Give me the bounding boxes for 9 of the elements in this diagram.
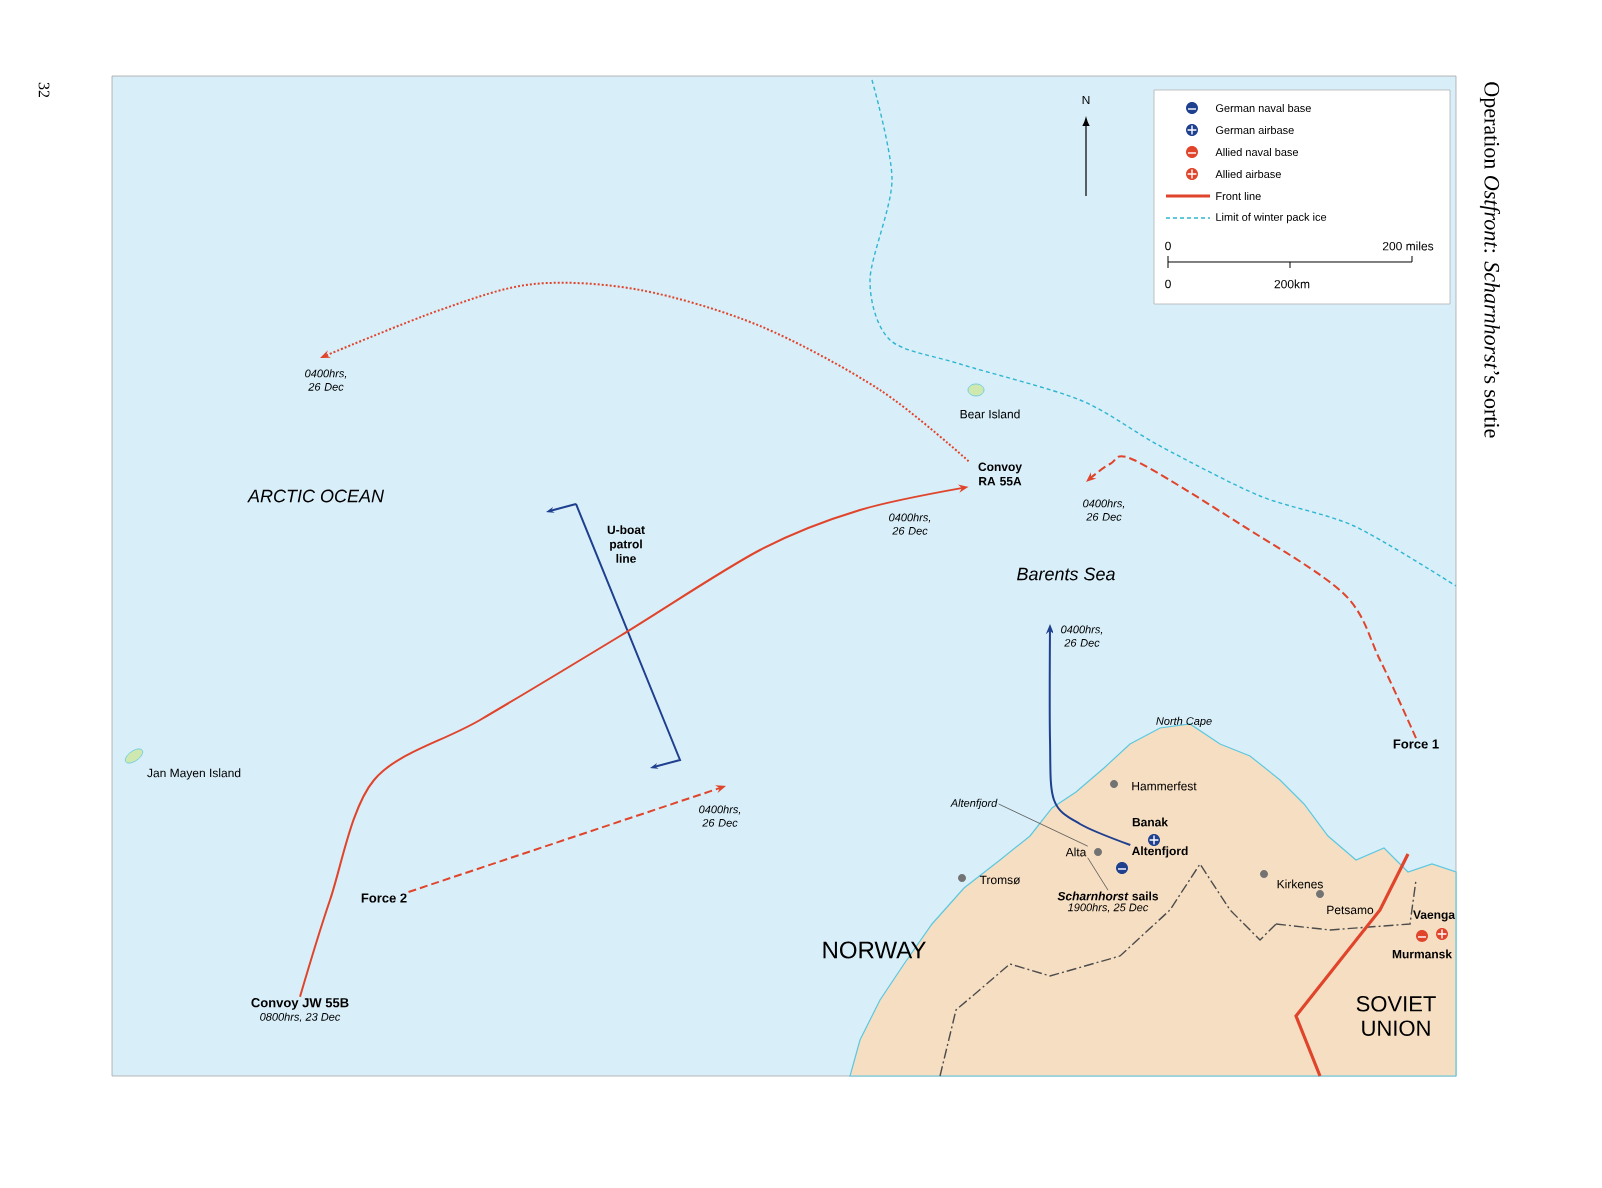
- page-number: 32: [38, 82, 50, 98]
- ocean-label: ARCTIC OCEAN: [247, 489, 384, 503]
- leader-line: [998, 803, 1089, 847]
- country-label: NORWAY: [823, 941, 926, 959]
- leader-line: [1087, 857, 1109, 891]
- track-arrow: [1086, 455, 1417, 740]
- title: Operation Ostfront: Scharnhorst’s sortie: [1479, 82, 1501, 438]
- country-label: SOVIET UNION: [1356, 996, 1436, 1036]
- sea-label: Barents Sea: [1017, 567, 1115, 581]
